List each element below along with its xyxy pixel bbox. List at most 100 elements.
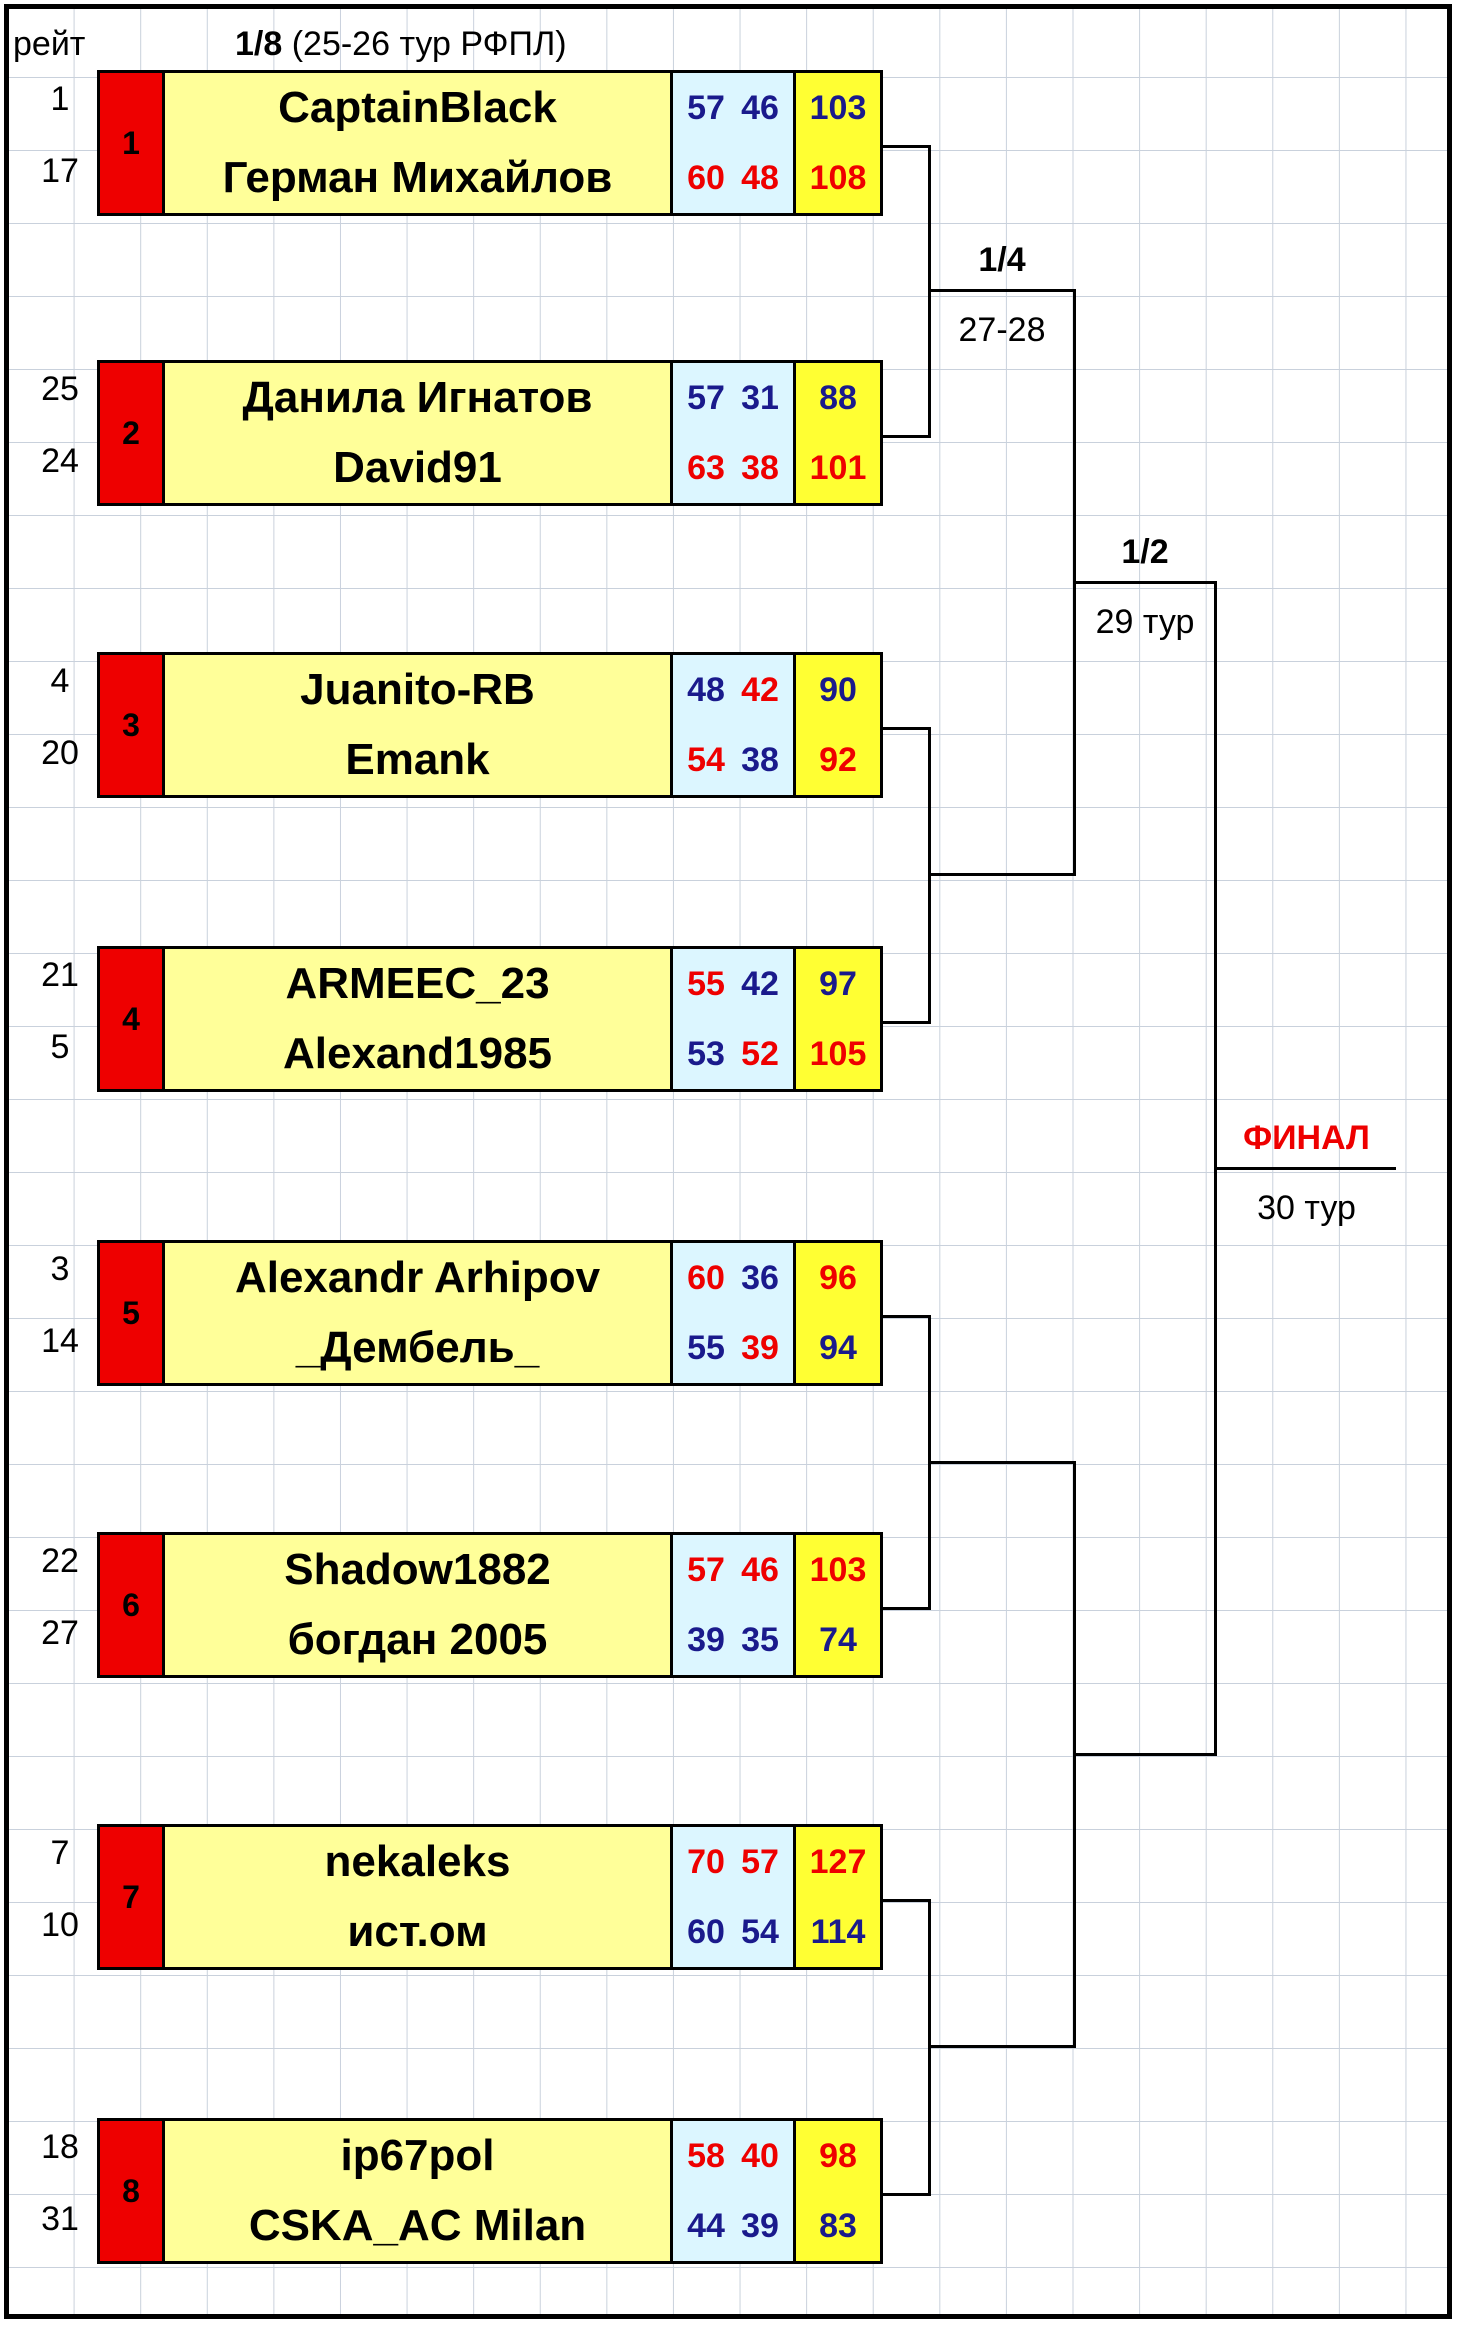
match-number: 2 [100, 363, 165, 503]
score-row: 44 39 [673, 2191, 793, 2261]
tour-scores: 57 31 63 38 [673, 363, 796, 503]
total-value: 101 [809, 449, 867, 487]
player-rating: 5 [50, 1028, 70, 1066]
tour-score: 39 [741, 1328, 779, 1367]
total-score: 108 [796, 143, 880, 213]
total-score: 103 [796, 73, 880, 143]
total-score: 114 [796, 1897, 880, 1967]
total-value: 74 [819, 1621, 857, 1659]
player-name: Emank [345, 735, 490, 784]
total-scores: 90 92 [796, 655, 880, 795]
match-number: 7 [100, 1827, 165, 1967]
total-value: 103 [809, 89, 867, 127]
total-score: 88 [796, 363, 880, 433]
tour-score: 42 [741, 964, 779, 1003]
tour-score: 60 [687, 1258, 725, 1297]
tour-score: 60 [687, 1912, 725, 1951]
tour-score: 57 [687, 378, 725, 417]
total-value: 97 [819, 965, 857, 1003]
tour-score: 39 [741, 2206, 779, 2245]
bracket-connector [883, 1607, 931, 1610]
player-name: Alexandr Arhipov [234, 1253, 601, 1302]
player-rating: 20 [41, 734, 79, 772]
player-name: Juanito-RB [300, 665, 535, 714]
player-rating: 7 [50, 1834, 70, 1872]
player-rating: 17 [41, 152, 79, 190]
player-name: _Дембель_ [295, 1323, 540, 1372]
bracket-connector [883, 435, 931, 438]
player-name: Alexand1985 [282, 1029, 553, 1078]
total-value: 127 [809, 1843, 867, 1881]
tour-score: 54 [741, 1912, 779, 1951]
player-rating: 10 [41, 1906, 79, 1944]
player-name: ARMEEC_23 [285, 959, 550, 1008]
tour-score: 44 [687, 2206, 725, 2245]
total-score: 96 [796, 1243, 880, 1313]
player-name: Данила Игнатов [242, 373, 593, 422]
tour-score: 63 [687, 448, 725, 487]
bracket-connector [928, 873, 1076, 876]
bracket-connector [928, 1461, 1076, 1464]
tour-score: 38 [741, 448, 779, 487]
round-of-16-header: 1/8 (25-26 тур РФПЛ) [235, 25, 567, 64]
tour-score: 46 [741, 88, 779, 127]
player-name: CSKA_AC Milan [248, 2201, 587, 2250]
total-value: 114 [810, 1913, 866, 1951]
player-rating: 3 [50, 1250, 70, 1288]
player-rating: 24 [41, 442, 79, 480]
bracket-connector [883, 1899, 931, 1902]
total-value: 92 [819, 741, 857, 779]
score-row: 60 54 [673, 1897, 793, 1967]
player-rating: 31 [41, 2200, 79, 2238]
tour-score: 57 [741, 1842, 779, 1881]
final-subtitle: 30 тур [1257, 1189, 1356, 1227]
total-score: 105 [796, 1019, 880, 1089]
bracket-connector [1073, 581, 1217, 584]
score-row: 57 31 [673, 363, 793, 433]
total-score: 94 [796, 1313, 880, 1383]
total-value: 83 [819, 2207, 857, 2245]
semifinal-title: 1/2 [1121, 533, 1169, 571]
tour-score: 48 [741, 158, 779, 197]
tour-score: 48 [687, 670, 725, 709]
bracket-connector [928, 2045, 1076, 2048]
total-value: 103 [809, 1551, 867, 1589]
total-score: 98 [796, 2121, 880, 2191]
total-scores: 103 108 [796, 73, 880, 213]
semifinal-subtitle: 29 тур [1095, 603, 1195, 641]
total-value: 88 [819, 379, 857, 417]
quarterfinal-title: 1/4 [978, 241, 1026, 279]
bracket-connector [883, 2193, 931, 2196]
bracket-connector [883, 145, 931, 148]
player-names: Juanito-RB Emank [165, 655, 673, 795]
total-value: 90 [819, 671, 857, 709]
player-name: CaptainBlack [278, 83, 557, 132]
player-name: богдан 2005 [287, 1615, 548, 1664]
total-value: 108 [809, 159, 867, 197]
tour-score: 31 [741, 378, 779, 417]
player-names: Alexandr Arhipov _Дембель_ [165, 1243, 673, 1383]
bracket-connector [883, 1315, 931, 1318]
tour-score: 57 [687, 1550, 725, 1589]
